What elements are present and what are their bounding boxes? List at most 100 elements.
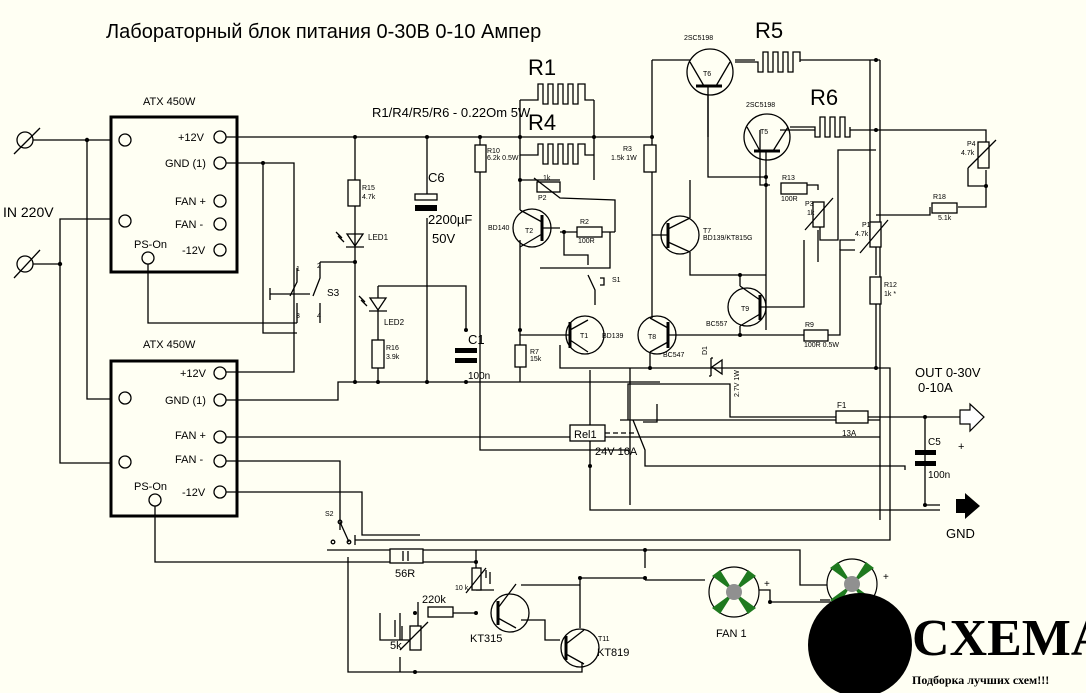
output-gnd-arrow-icon [956, 493, 980, 519]
c1-value: 100n [468, 371, 490, 382]
r1-label: R1 [528, 55, 556, 80]
t2-name: T2 [525, 228, 533, 235]
atx-psu-2: ATX 450W +12V GND (1) FAN + FAN - -12V P… [109, 339, 239, 518]
r3-value: 1.5k 1W [611, 155, 637, 162]
vip-badge-text: VIP [815, 623, 905, 680]
transistor-t8 [637, 315, 804, 368]
resistor-56r [389, 548, 424, 564]
p4-name: P4 [967, 141, 976, 148]
kt315-label: KT315 [470, 633, 502, 645]
resistor-r7 [514, 344, 527, 368]
resistor-note: R1/R4/R5/R6 - 0.22Om 5W [372, 105, 531, 120]
gnd-label: GND [946, 526, 975, 541]
transistor-t7 [652, 180, 766, 276]
r10-name: R10 [487, 148, 500, 155]
c6-name: C6 [428, 170, 445, 185]
r2-value: 100R [578, 238, 595, 245]
switch-s2 [339, 521, 350, 543]
fan2-plus: + [883, 572, 889, 583]
s3-pin-4: 4 [317, 313, 321, 320]
potentiometer-5k [409, 625, 422, 651]
fuse-f1 [835, 410, 869, 424]
s3-label: S3 [327, 288, 340, 299]
t11-type: KT819 [597, 647, 629, 659]
transistor-t9 [727, 240, 805, 335]
t5-name: T5 [760, 129, 768, 136]
capacitor-c6-plate-neg [415, 205, 437, 211]
r12-name: R12 [884, 282, 897, 289]
psu-1-pin-ps-on: PS-On [134, 239, 167, 251]
r10-value: 6.2k 0.5W [487, 155, 519, 162]
c6-voltage: 50V [432, 231, 455, 246]
vip-cxema-watermark: VIP CXEMA Подборка лучших схем!!! [808, 593, 1086, 693]
junctions [261, 58, 988, 674]
psu-2-pin-fan-plus: FAN + [175, 430, 206, 442]
fan1-label: FAN 1 [716, 628, 747, 640]
s1-label: S1 [612, 277, 621, 284]
capacitor-c5 [915, 450, 936, 455]
psu-1-pin-gnd: GND (1) [165, 158, 206, 170]
transistor-kt315 [490, 583, 530, 633]
f1-value: 13A [842, 429, 857, 438]
psu-2-pin-12v: +12V [180, 368, 207, 380]
tagline-text: Подборка лучших схем!!! [912, 673, 1049, 687]
t9-type: BC557 [706, 321, 728, 328]
r18-value: 5.1k [938, 215, 952, 222]
c5-value: 100n [928, 470, 950, 481]
psu-2-pin-fan-minus: FAN - [175, 454, 203, 466]
resistor-r3 [643, 144, 657, 173]
psu-2-label: ATX 450W [143, 339, 196, 351]
t1-name: T1 [580, 333, 588, 340]
t2-type: BD140 [488, 225, 510, 232]
r56-label: 56R [395, 568, 415, 580]
transistor-t2 [512, 208, 560, 248]
psu-1-pin-fan-plus: FAN + [175, 196, 206, 208]
resistor-r15 [347, 179, 361, 207]
s3-pin-3: 3 [296, 313, 300, 320]
d1-value: 2.7V 1W [734, 370, 741, 397]
resistor-r2 [576, 226, 603, 238]
t7-name: T7 [703, 228, 711, 235]
psu-1-pin-fan-minus: FAN - [175, 219, 203, 231]
r18-name: R18 [933, 194, 946, 201]
resistor-r6 [790, 116, 851, 138]
transistor-t5 [743, 113, 791, 330]
psu-1-pin-12v: +12V [178, 132, 205, 144]
t7-type: BD139/KT815G [703, 235, 752, 242]
led1-icon [335, 231, 365, 248]
ntc-label: 10 k [455, 585, 469, 592]
psu-2-pin-ps-on: PS-On [134, 481, 167, 493]
resistor-r4 [520, 143, 594, 165]
r220k-label: 220k [422, 594, 446, 606]
psu-2-pin-minus12v: -12V [182, 487, 206, 499]
r15-name: R15 [362, 185, 375, 192]
psu-2-pin-gnd: GND (1) [165, 395, 206, 407]
t6-name: T6 [703, 71, 711, 78]
output-positive-arrow-icon [959, 402, 985, 433]
brand-text: CXEMA [912, 610, 1086, 667]
led2-icon [358, 295, 388, 312]
transistor-kt819 [560, 628, 600, 668]
capacitor-c1-plate [455, 358, 477, 363]
fan1-icon [708, 566, 760, 618]
r3-name: R3 [623, 146, 632, 153]
p4-value: 4.7k [961, 150, 975, 157]
r7-value: 15k [530, 356, 542, 363]
vip-badge [808, 593, 912, 693]
resistor-220k [427, 606, 454, 618]
p5k-label: 5k [390, 640, 402, 652]
potentiometer-p2 [536, 181, 561, 193]
f1-name: F1 [837, 401, 847, 410]
switch-s1 [600, 277, 605, 286]
resistor-r16 [371, 339, 385, 369]
r4-label: R4 [528, 110, 556, 135]
resistor-r13 [780, 182, 808, 195]
r16-name: R16 [386, 345, 399, 352]
c6-value: 2200µF [428, 212, 472, 227]
t9-name: T9 [741, 306, 749, 313]
r9-name: R9 [805, 322, 814, 329]
r13-value: 100R [781, 196, 798, 203]
t6-type: 2SC5198 [684, 35, 713, 42]
t5-type: 2SC5198 [746, 102, 775, 109]
